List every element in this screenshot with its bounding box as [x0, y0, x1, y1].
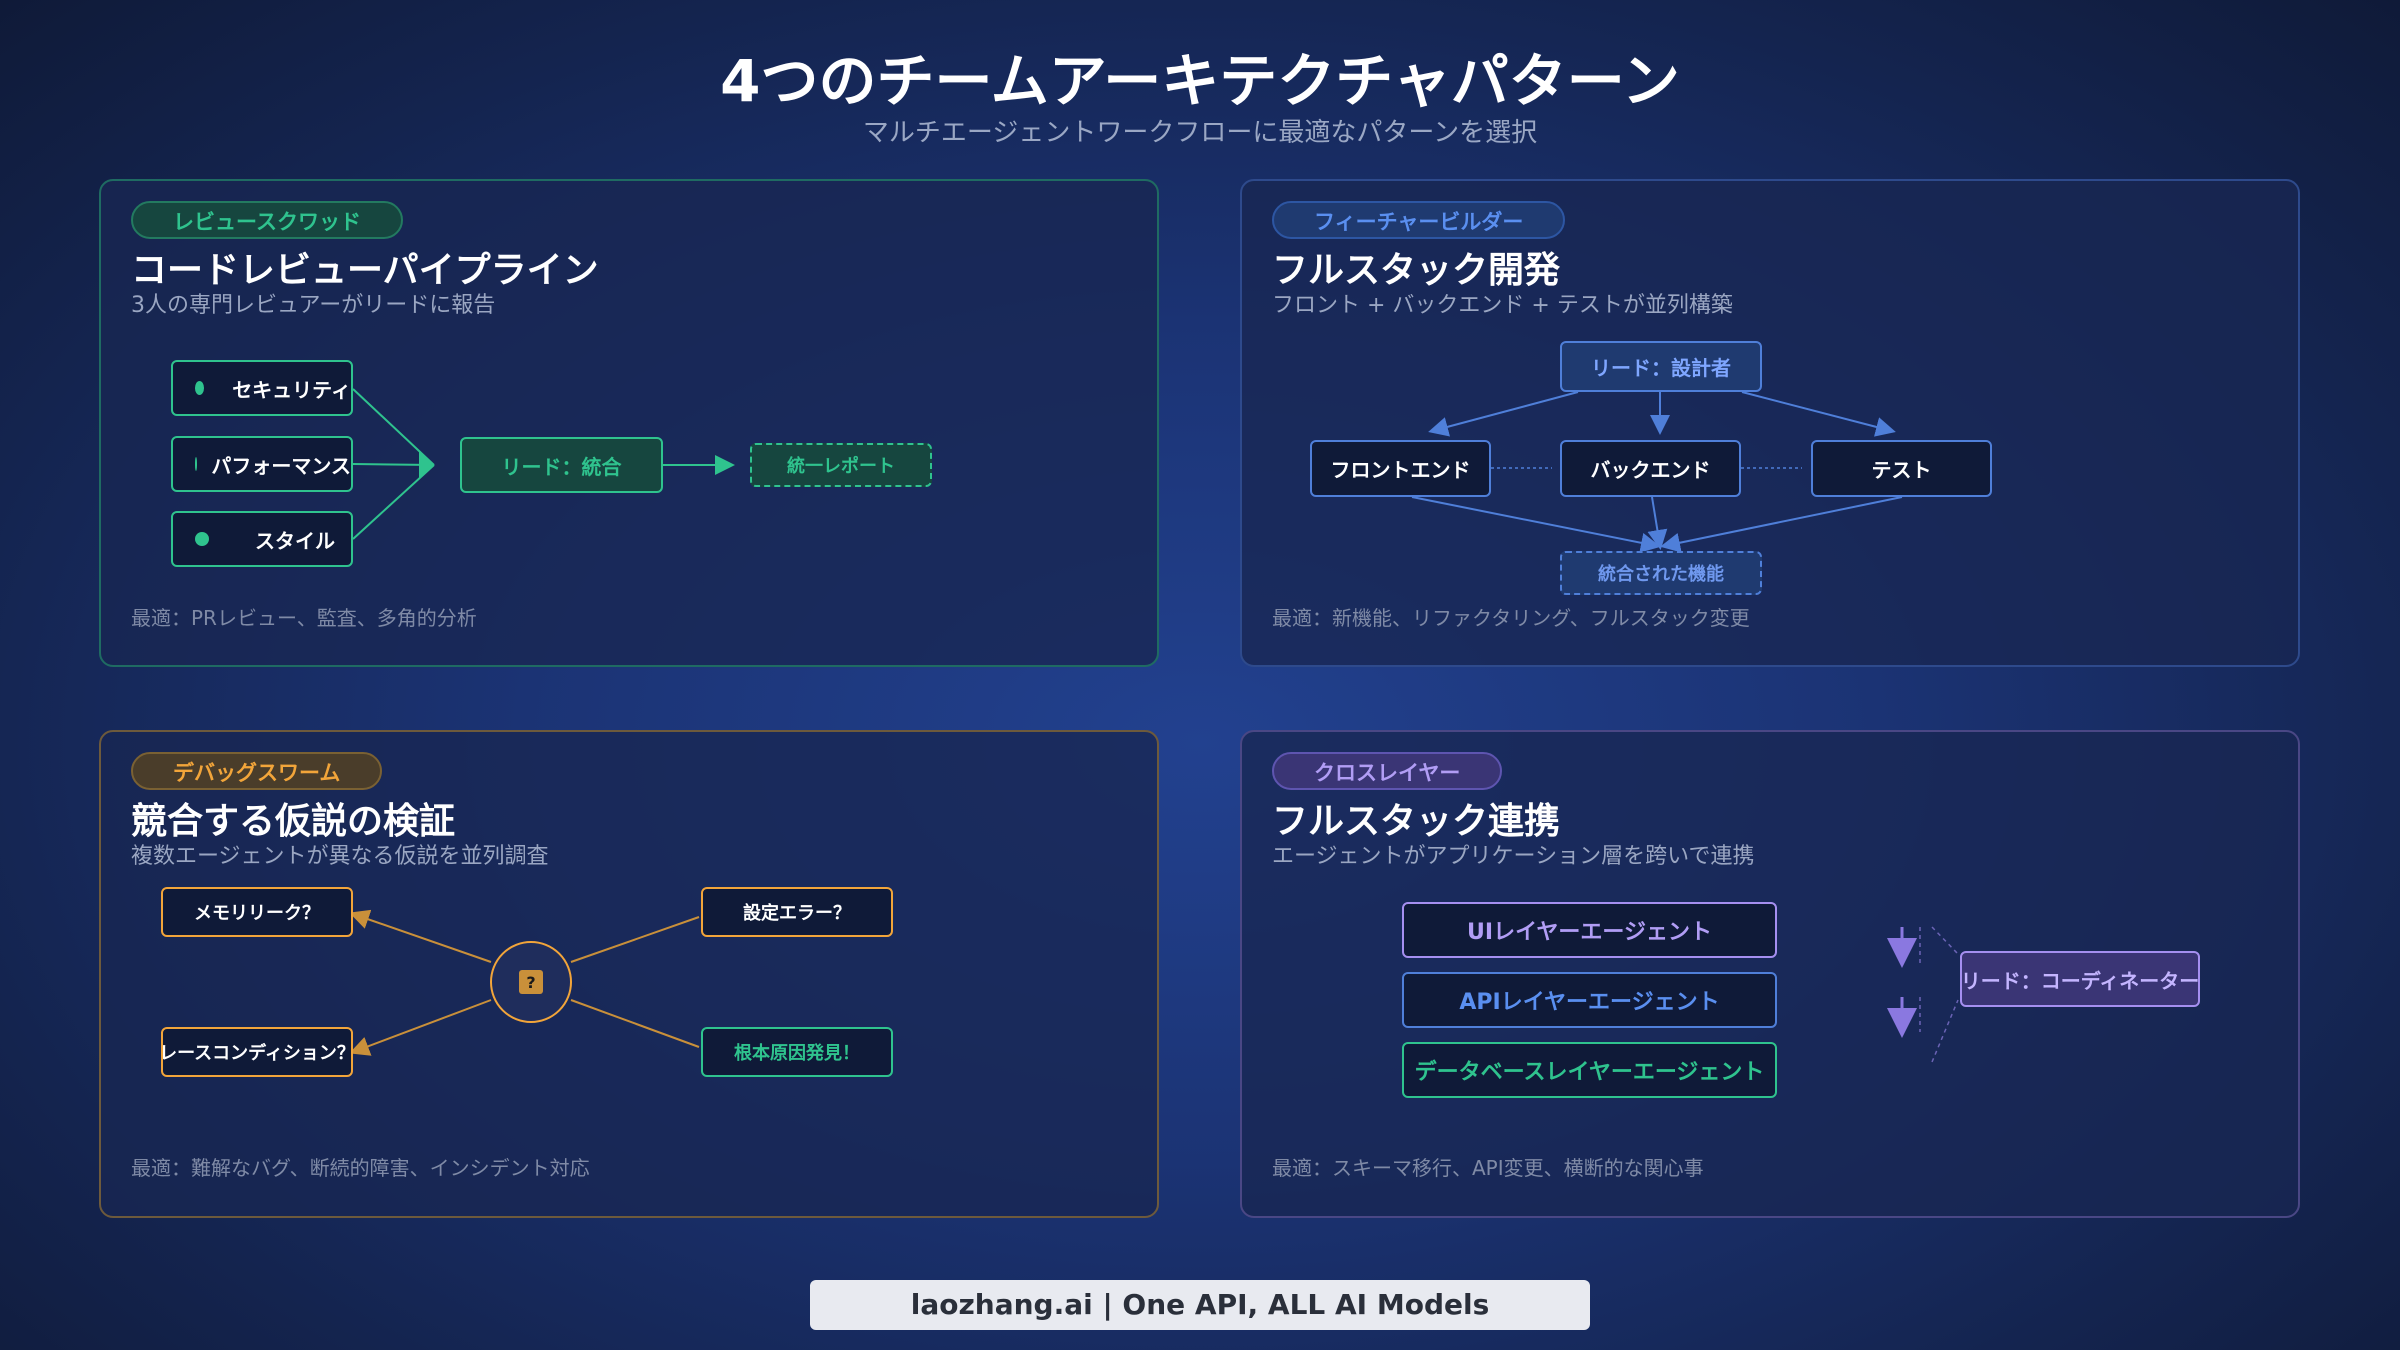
question-icon — [519, 970, 543, 994]
page-subtitle: マルチエージェントワークフローに最適なパターンを選択 — [862, 118, 1538, 148]
coordinator-link-bottom — [1931, 999, 1959, 1063]
race-condition-node: レースコンディション？ — [161, 1027, 353, 1077]
cross-layer-card: クロスレイヤー フルスタック連携 エージェントがアプリケーション層を跨いで連携 … — [1240, 730, 2300, 1218]
feature-builder-tag: フィーチャービルダー — [1272, 201, 1566, 239]
api-layer-agent-node: APIレイヤーエージェント — [1402, 972, 1777, 1028]
review-squad-card: レビュースクワッド コードレビューパイプライン 3人の専門レビュアーがリードに報… — [99, 179, 1159, 667]
performance-label: パフォーマンス — [211, 453, 351, 478]
feature-card-description: フロント + バックエンド + テストが並列構築 — [1272, 293, 1733, 318]
lead-to-test-arrow — [1741, 391, 1896, 437]
coordinator-lead-node: リード：コーディネーター — [1960, 951, 2200, 1007]
cross-best-for: 最適：スキーマ移行、API変更、横断的な関心事 — [1272, 1156, 1704, 1180]
lead-architect-node: リード：設計者 — [1560, 341, 1762, 392]
frontend-to-integrated-arrow — [1411, 496, 1661, 553]
debug-best-for: 最適：難解なバグ、断続的障害、インシデント対応 — [131, 1156, 590, 1180]
status-dot-icon — [195, 381, 205, 395]
review-pipeline-diagram — [352, 388, 735, 540]
coordinator-link-top — [1931, 926, 1959, 955]
review-best-for: 最適：PRレビュー、監査、多角的分析 — [131, 606, 477, 630]
center-to-race-arrow — [349, 999, 492, 1056]
lead-to-frontend-arrow — [1428, 391, 1579, 437]
unified-report-node: 統一レポート — [750, 443, 932, 487]
center-to-root-link — [570, 999, 700, 1048]
frontend-node: フロントエンド — [1310, 440, 1491, 497]
review-card-title: コードレビューパイプライン — [131, 250, 599, 291]
debug-card-title: 競合する仮説の検証 — [131, 801, 456, 842]
backend-to-integrated-arrow — [1647, 496, 1668, 550]
memory-leak-node: メモリリーク？ — [161, 887, 353, 937]
security-label: セキュリティ — [232, 377, 351, 402]
backend-node: バックエンド — [1560, 440, 1741, 497]
root-cause-node: 根本原因発見！ — [701, 1027, 893, 1077]
cross-card-description: エージェントがアプリケーション層を跨いで連携 — [1272, 844, 1755, 869]
security-to-lead-connector — [352, 388, 435, 466]
style-label: スタイル — [255, 528, 335, 553]
test-node: テスト — [1811, 440, 1992, 497]
db-layer-agent-node: データベースレイヤーエージェント — [1402, 1042, 1777, 1098]
security-reviewer-node: セキュリティ — [171, 360, 353, 416]
hypothesis-diagram — [349, 909, 700, 1056]
style-reviewer-node: スタイル — [171, 511, 353, 567]
debug-swarm-card: デバッグスワーム 競合する仮説の検証 複数エージェントが異なる仮説を並列調査 ?… — [99, 730, 1159, 1218]
question-mark-label: ? — [526, 972, 536, 992]
merge-point-icon — [419, 451, 434, 479]
debug-swarm-tag: デバッグスワーム — [131, 752, 383, 790]
cross-card-title: フルスタック連携 — [1272, 801, 1561, 842]
performance-reviewer-node: パフォーマンス — [171, 436, 353, 492]
status-dot-icon — [195, 457, 198, 471]
feature-card-title: フルスタック開発 — [1272, 250, 1561, 291]
test-to-integrated-arrow — [1660, 496, 1903, 553]
footer-banner: laozhang.ai | One API, ALL AI Models — [810, 1280, 1590, 1330]
integrated-feature-node: 統合された機能 — [1560, 551, 1762, 595]
cross-layer-tag: クロスレイヤー — [1272, 752, 1503, 790]
debug-card-description: 複数エージェントが異なる仮説を並列調査 — [131, 844, 549, 869]
page-title: 4つのチームアーキテクチャパターン — [720, 47, 1680, 115]
feature-builder-card: フィーチャービルダー フルスタック開発 フロント + バックエンド + テストが… — [1240, 179, 2300, 667]
lead-integration-node: リード：統合 — [460, 437, 663, 493]
feature-best-for: 最適：新機能、リファクタリング、フルスタック変更 — [1272, 606, 1750, 630]
ui-layer-agent-node: UIレイヤーエージェント — [1402, 902, 1777, 958]
fullstack-dev-diagram — [1411, 391, 1903, 553]
review-squad-tag: レビュースクワッド — [131, 201, 403, 239]
center-to-config-link — [570, 916, 700, 963]
cross-layer-diagram — [1887, 926, 1959, 1063]
center-to-memory-arrow — [349, 909, 492, 963]
status-dot-icon — [195, 532, 209, 546]
review-card-description: 3人の専門レビュアーがリードに報告 — [131, 293, 496, 318]
config-error-node: 設定エラー？ — [701, 887, 893, 937]
